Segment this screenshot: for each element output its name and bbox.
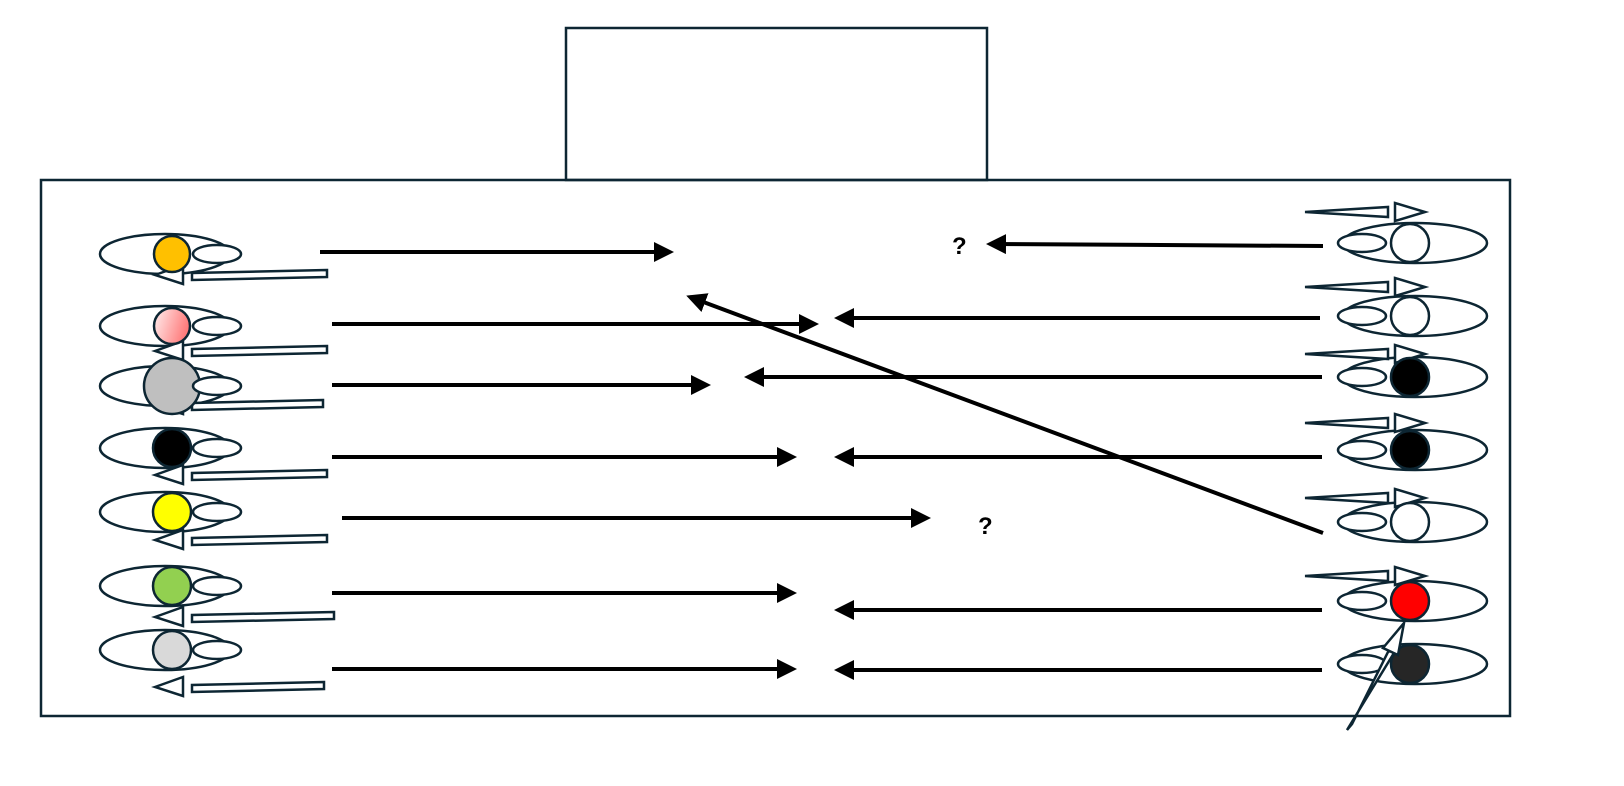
right-player-1 — [1304, 201, 1489, 265]
player-foot — [1336, 439, 1388, 461]
stick-blade-icon — [151, 463, 185, 486]
left-player-7 — [98, 628, 326, 698]
player-foot — [1336, 511, 1388, 533]
player-head — [142, 356, 202, 416]
player-head — [152, 234, 192, 274]
player-foot — [191, 639, 243, 661]
goal-box — [564, 26, 989, 182]
player-head — [1389, 580, 1431, 622]
stick-icon — [190, 468, 329, 482]
stick-blade-icon — [1393, 565, 1430, 587]
player-head — [1389, 295, 1431, 337]
left-player-1 — [98, 232, 329, 286]
stick-icon — [190, 268, 329, 282]
question-mark-1: ? — [952, 233, 967, 260]
stick-blade-icon — [151, 605, 185, 628]
player-foot — [191, 575, 243, 597]
movement-arrow-14 — [686, 293, 1324, 535]
stick-icon — [190, 398, 325, 412]
left-player-4 — [98, 426, 329, 486]
player-head — [151, 565, 193, 607]
stick-blade-icon — [1393, 201, 1430, 223]
field-boundary — [39, 178, 1512, 718]
player-head — [151, 629, 193, 671]
question-mark-2: ? — [978, 513, 993, 540]
right-player-3 — [1304, 343, 1489, 399]
player-foot — [191, 375, 243, 397]
right-player-5 — [1304, 487, 1489, 544]
stick-blade-icon — [151, 528, 185, 551]
player-head — [1389, 222, 1431, 264]
left-player-5 — [98, 490, 329, 551]
player-foot — [191, 243, 243, 265]
player-head — [1389, 643, 1431, 685]
stick-blade-icon — [1393, 412, 1430, 434]
right-player-6 — [1304, 565, 1489, 623]
right-player-2 — [1304, 276, 1489, 338]
stick-icon — [190, 533, 329, 547]
player-foot — [1336, 305, 1388, 327]
movement-arrow-8 — [986, 234, 1324, 255]
stick-icon — [1304, 347, 1390, 361]
right-player-4 — [1304, 412, 1489, 472]
player-foot — [191, 437, 243, 459]
player-head — [1389, 429, 1431, 471]
stick-icon — [190, 344, 329, 358]
right-player-7 — [1336, 618, 1489, 731]
stick-icon — [1345, 645, 1401, 731]
left-player-6 — [98, 564, 336, 628]
player-foot — [1336, 590, 1388, 612]
stick-blade-icon — [151, 339, 185, 362]
stick-blade-icon — [1380, 618, 1407, 657]
stick-blade-icon — [151, 675, 185, 698]
player-head — [152, 306, 192, 346]
left-player-3 — [98, 356, 325, 416]
stick-icon — [190, 610, 336, 624]
stick-icon — [190, 680, 326, 694]
left-player-2 — [98, 304, 329, 362]
player-foot — [1336, 232, 1388, 254]
player-foot — [1336, 366, 1388, 388]
stick-icon — [1304, 280, 1390, 294]
player-foot — [191, 501, 243, 523]
stick-icon — [1304, 205, 1390, 219]
stick-icon — [1304, 416, 1390, 430]
stick-icon — [1304, 569, 1390, 583]
player-head — [151, 427, 193, 469]
stick-icon — [1304, 491, 1390, 505]
player-foot — [191, 315, 243, 337]
player-head — [1389, 356, 1431, 398]
player-head — [1389, 501, 1431, 543]
player-head — [151, 491, 193, 533]
stick-blade-icon — [1393, 276, 1430, 298]
